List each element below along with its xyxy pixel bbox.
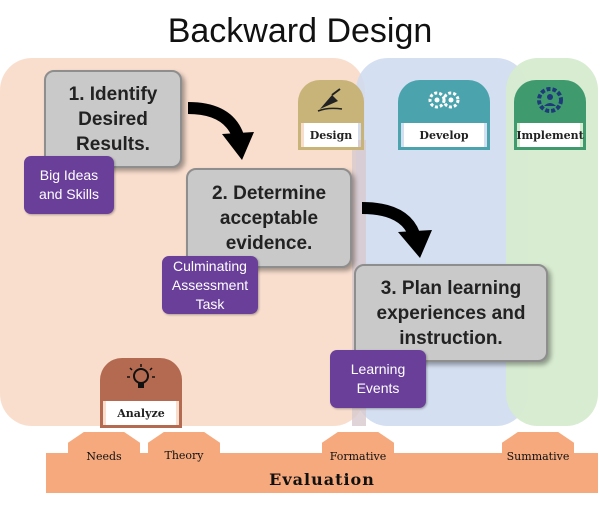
- phase-analyze-label: Analyze: [106, 401, 176, 425]
- evaluation-bump-formative: [322, 432, 394, 456]
- team-gear-icon: [514, 80, 586, 120]
- tag-big-ideas: Big Ideas and Skills: [24, 156, 114, 214]
- step-identify-results: 1. Identify Desired Results.: [44, 70, 182, 168]
- evaluation-bump-summative: [502, 432, 574, 456]
- tag-assessment-task: Culminating Assessment Task: [162, 256, 258, 314]
- pen-nib-icon: [298, 80, 364, 120]
- tag-learning-events: Learning Events: [330, 350, 426, 408]
- evaluation-point-formative: Formative: [329, 450, 387, 463]
- phase-design: Design: [298, 80, 364, 150]
- lightbulb-icon: [100, 358, 182, 398]
- evaluation-bar: [46, 453, 598, 493]
- phase-analyze: Analyze: [100, 358, 182, 428]
- evaluation-point-theory: Theory: [164, 449, 204, 462]
- gears-icon: [398, 80, 490, 120]
- evaluation-point-needs: Needs: [86, 450, 122, 463]
- phase-design-label: Design: [304, 123, 358, 147]
- diagram-title: Backward Design: [167, 12, 433, 50]
- step-plan-learning: 3. Plan learning experiences and instruc…: [354, 264, 548, 362]
- phase-implement-label: Implement: [516, 123, 584, 147]
- arrow-step2-to-step3: [361, 202, 432, 258]
- phase-implement: Implement: [514, 80, 586, 150]
- evaluation-label: Evaluation: [269, 470, 375, 489]
- phase-develop: Develop: [398, 80, 490, 150]
- evaluation-point-summative: Summative: [506, 450, 570, 463]
- step-determine-evidence: 2. Determine acceptable evidence.: [186, 168, 352, 268]
- arrow-step1-to-step2: [187, 102, 254, 160]
- evaluation-bump-needs: [68, 432, 140, 456]
- evaluation-bump-theory: [148, 432, 220, 456]
- phase-develop-label: Develop: [404, 123, 484, 147]
